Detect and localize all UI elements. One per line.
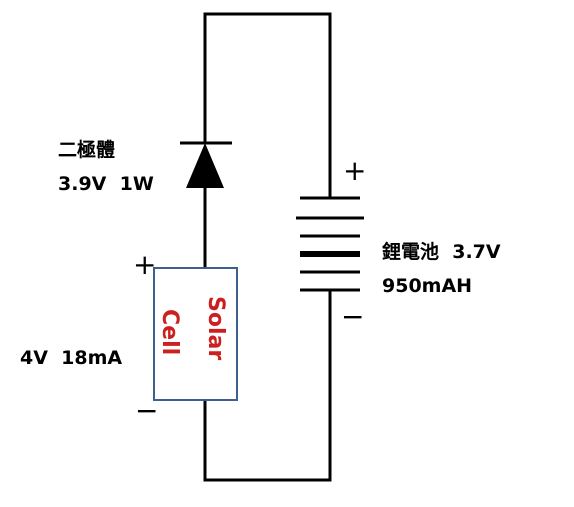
solar-cell-word2: Cell <box>157 309 182 355</box>
solar-cell-plus-sign: + <box>133 248 156 281</box>
solar-cell-box <box>153 267 238 401</box>
battery-symbol <box>296 196 364 292</box>
diode-name-label: 二極體 <box>58 138 115 161</box>
wires <box>203 12 332 482</box>
battery-plus-sign: + <box>343 154 366 187</box>
battery-name-label: 鋰電池 3.7V <box>382 240 501 263</box>
solar-cell-minus-sign: − <box>135 394 158 427</box>
diode-rating-label: 3.9V 1W <box>58 173 154 195</box>
diode-triangle <box>186 143 224 188</box>
solar-cell-word1: Solar <box>203 296 228 360</box>
battery-capacity-label: 950mAH <box>382 275 472 297</box>
battery-minus-sign: − <box>341 300 364 333</box>
solar-cell-rating-label: 4V 18mA <box>20 347 122 369</box>
diode-symbol <box>180 141 232 188</box>
